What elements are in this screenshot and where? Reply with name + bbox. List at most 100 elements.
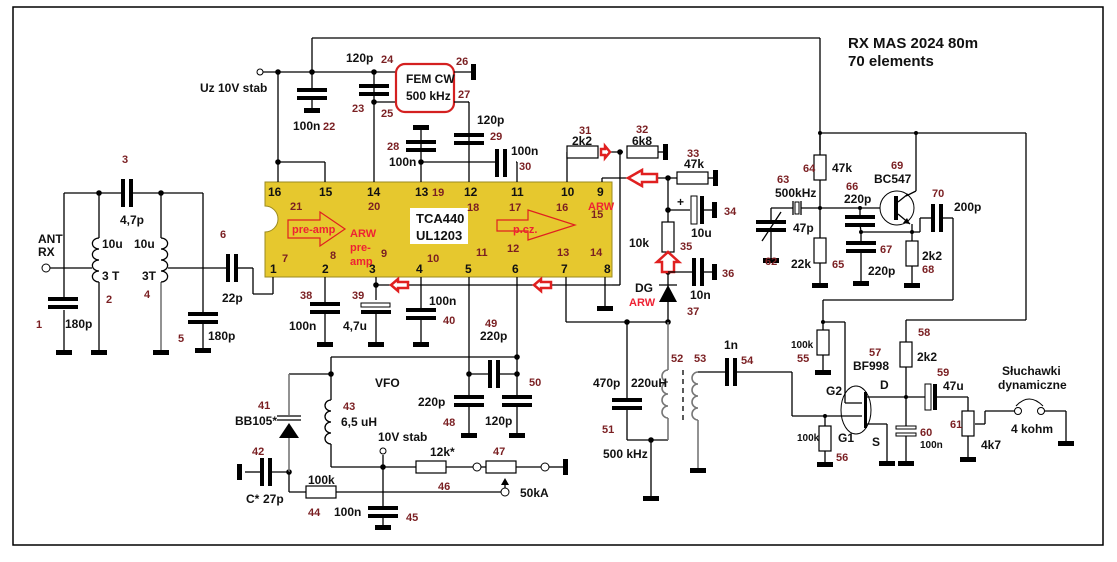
- signal-arrow: [599, 142, 612, 162]
- value-42-prefix: C*: [246, 492, 260, 506]
- label-26: 26: [456, 56, 468, 68]
- capacitor-34-plate: [700, 196, 704, 224]
- varicap-diode-41: [279, 423, 299, 438]
- label-32: 32: [636, 124, 648, 136]
- ic-pin-8: 8: [604, 262, 611, 276]
- label-29: 29: [490, 131, 502, 143]
- transistor-bf998: [840, 385, 872, 435]
- label-35: 35: [680, 241, 692, 253]
- value-22: 100n: [293, 119, 320, 133]
- ic-pin-3: 3: [369, 262, 376, 276]
- transistor-af-label: BF998: [853, 359, 889, 373]
- ic-label-14: 14: [590, 247, 603, 259]
- capacitor-38-plate: [310, 310, 340, 314]
- label-60: 60: [920, 427, 932, 439]
- volume-potentiometer-61[interactable]: [961, 410, 975, 437]
- polarity-plus: +: [677, 195, 684, 209]
- if-block-arrow: [496, 209, 577, 241]
- value-68: 2k2: [922, 249, 942, 263]
- capacitor-6-plate: [234, 254, 238, 282]
- ic-label-11: 11: [476, 247, 488, 259]
- fet-g2-label: G2: [826, 384, 842, 398]
- antenna-label: ANT: [38, 232, 63, 246]
- label-70: 70: [932, 188, 944, 200]
- label-31: 31: [579, 125, 591, 137]
- capacitor-42: [260, 458, 264, 486]
- trimmer-capacitor-62[interactable]: [756, 220, 786, 224]
- arw-preamp-label-3: amp: [350, 256, 373, 268]
- capacitor-60: [895, 425, 917, 430]
- label-62: 62: [765, 256, 777, 268]
- potentiometer-47[interactable]: [485, 460, 517, 474]
- ic-label-17: 17: [509, 202, 521, 214]
- headphone-jack-terminal: [1037, 407, 1045, 415]
- resistor-56: [818, 425, 832, 452]
- label-22: 22: [323, 121, 335, 133]
- label-54: 54: [741, 355, 754, 367]
- label-42: 42: [252, 446, 264, 458]
- ground-icon: [817, 462, 833, 467]
- resistor-31: [566, 145, 599, 159]
- resistor-58: [899, 341, 913, 368]
- ic-name: TCA440: [416, 211, 464, 226]
- label-28: 28: [387, 141, 399, 153]
- ic-pin-7: 7: [561, 262, 568, 276]
- ic-name-alt: UL1203: [416, 228, 462, 243]
- ground-icon: [904, 283, 920, 288]
- capacitor-22: [297, 88, 327, 92]
- capacitor-54-plate: [733, 358, 737, 386]
- detector-diode: [659, 285, 677, 302]
- ic-tca440: TCA440 UL1203 16 15 14 13 12 11 10 9 1 2…: [264, 181, 615, 278]
- ground-icon: [960, 457, 976, 462]
- ic-pin-2: 2: [322, 262, 329, 276]
- label-1: 1: [36, 319, 42, 331]
- capacitor-28-plate: [406, 148, 436, 152]
- inductor-52: [661, 369, 669, 419]
- value-58: 2k2: [917, 350, 937, 364]
- capacitor-50: [502, 395, 532, 399]
- value-53: 500 kHz: [603, 447, 648, 461]
- capacitor-1: [48, 297, 78, 301]
- arw-preamp-label: ARW: [350, 228, 377, 240]
- ic-pin-14: 14: [367, 185, 381, 199]
- resistor-46: [415, 460, 447, 474]
- ic-label-18: 18: [467, 202, 479, 214]
- value-5: 180p: [208, 329, 235, 343]
- ic-name-box: [410, 208, 468, 244]
- value-34: 10u: [691, 226, 712, 240]
- resistor-68: [905, 240, 919, 267]
- if-label: p.cz.: [513, 224, 537, 236]
- capacitor-48-plate: [454, 403, 484, 407]
- ground-icon: [368, 342, 384, 347]
- ic-pin-5: 5: [465, 262, 472, 276]
- label-58: 58: [918, 327, 930, 339]
- filter-frequency: 500 kHz: [406, 89, 451, 103]
- ground-icon: [663, 144, 668, 160]
- value-60: 100n: [920, 440, 943, 451]
- ground-icon: [304, 108, 320, 113]
- label-66: 66: [846, 181, 858, 193]
- inductor-43: [324, 399, 332, 445]
- label-6: 6: [220, 229, 226, 241]
- value-48: 220p: [418, 395, 445, 409]
- capacitor-59-plate: [933, 384, 937, 410]
- ground-icon: [763, 258, 779, 263]
- label-48: 48: [443, 417, 455, 429]
- capacitor-39-plate: [361, 310, 391, 314]
- capacitor-54: [725, 358, 729, 386]
- capacitor-39: [360, 302, 391, 308]
- ic-label-16: 16: [556, 202, 568, 214]
- value-70: 200p: [954, 200, 981, 214]
- value-35: 10k: [629, 236, 649, 250]
- label-39: 39: [352, 290, 364, 302]
- label-24: 24: [381, 54, 394, 66]
- headphones-icon: [1015, 398, 1044, 407]
- capacitor-5-plate: [188, 320, 218, 324]
- label-69: 69: [891, 160, 903, 172]
- ground-icon: [195, 348, 211, 353]
- headphones-label: Słuchawki: [1002, 364, 1061, 378]
- label-52: 52: [671, 353, 683, 365]
- ic-label-9: 9: [381, 248, 387, 260]
- capacitor-1-plate: [48, 305, 78, 309]
- label-67: 67: [880, 244, 892, 256]
